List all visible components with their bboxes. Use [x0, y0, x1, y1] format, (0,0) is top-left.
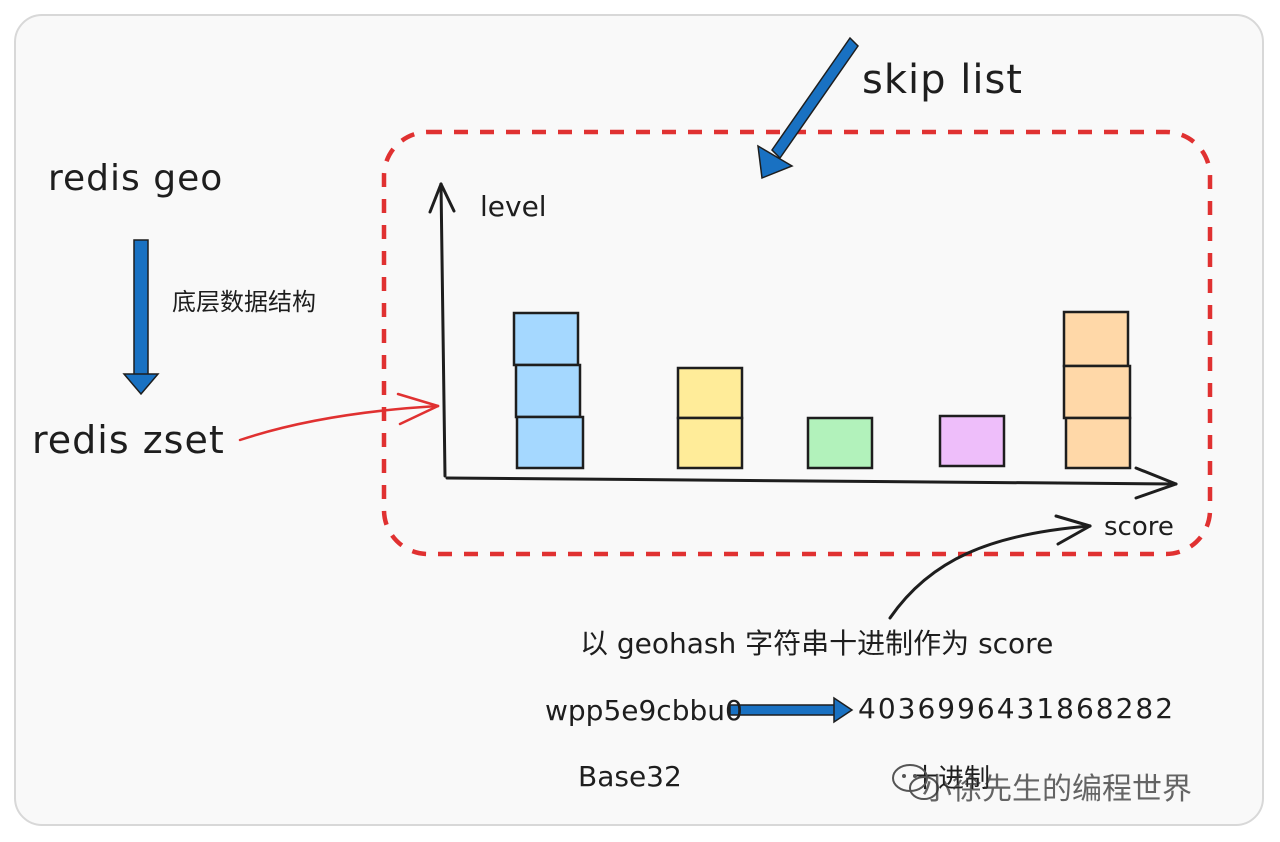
- column-yellow-level-1: [676, 416, 744, 470]
- decimal-label: 十进制: [912, 764, 991, 794]
- down-arrow: [122, 239, 160, 396]
- whiteboard-canvas: [14, 14, 1264, 826]
- column-orange-level-2: [1062, 364, 1132, 420]
- decimal-value: 4036996431868282: [858, 692, 1176, 725]
- redis-zset-label: redis zset: [32, 418, 225, 462]
- skip-list-label: skip list: [862, 57, 1023, 103]
- skip-list-arrow: [757, 36, 859, 180]
- wechat-icon: [892, 764, 939, 800]
- redis-geo-label: redis geo: [48, 158, 224, 199]
- column-blue-level-3: [512, 311, 580, 367]
- column-orange-level-3: [1062, 310, 1130, 368]
- column-blue-level-1: [515, 415, 585, 470]
- column-purple-level-1: [938, 414, 1006, 468]
- column-yellow-level-2: [676, 366, 744, 420]
- column-green-level-1: [806, 416, 874, 470]
- watermark-text: 小徐先生的编程世界: [922, 772, 1192, 807]
- level-axis-label: level: [480, 190, 547, 223]
- underlying-structure-label: 底层数据结构: [172, 288, 316, 316]
- column-orange-level-1: [1064, 416, 1132, 470]
- score-caption: 以 geohash 字符串十进制作为 score: [580, 627, 1054, 660]
- score-axis-label: score: [1104, 512, 1174, 542]
- conversion-arrow: [729, 696, 854, 724]
- caption-to-score-arrow: [888, 514, 1092, 620]
- column-blue-level-2: [514, 363, 582, 419]
- base32-label: Base32: [578, 760, 682, 793]
- zset-to-chart-arrow: [238, 392, 440, 442]
- geohash-string: wpp5e9cbbu0: [545, 694, 743, 727]
- chart-axes: [428, 182, 1178, 500]
- skip-list-columns: [512, 310, 1132, 470]
